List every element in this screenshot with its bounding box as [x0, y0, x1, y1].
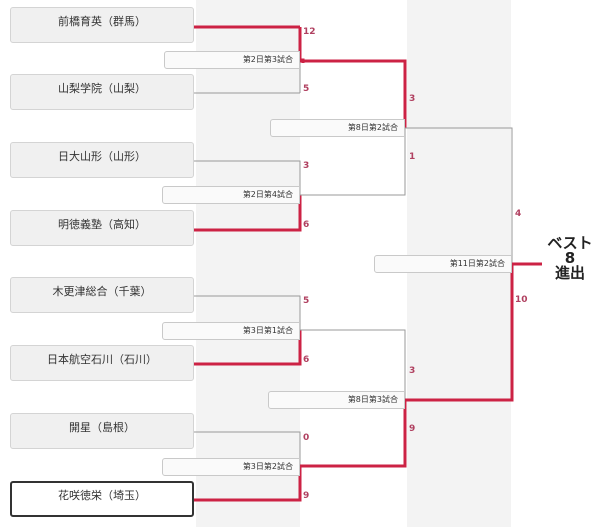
score-r1-2-top: 3 — [303, 161, 310, 171]
score-r1-3-bottom: 6 — [303, 355, 310, 365]
round1-band — [196, 0, 300, 527]
score-r3-top: 4 — [515, 209, 522, 219]
result-best8: ベスト 8 進出 — [540, 236, 600, 281]
team-5[interactable]: 木更津総合（千葉） — [10, 277, 194, 313]
result-line-2: 8 — [564, 249, 576, 267]
r1m2-bottom-line — [194, 195, 302, 232]
match-label-r3[interactable]: 第11日第2試合 — [374, 255, 512, 273]
score-r1-3-top: 5 — [303, 296, 310, 306]
r2m2-top-line — [300, 329, 406, 400]
team-1[interactable]: 前橋育英（群馬） — [10, 7, 194, 43]
score-r2-1-bottom: 1 — [409, 152, 416, 162]
score-r1-4-top: 0 — [303, 433, 310, 443]
match-label-r1-4[interactable]: 第3日第2試合 — [162, 458, 300, 476]
r1m4-top-line — [194, 431, 301, 466]
score-r1-1-bottom: 5 — [303, 84, 310, 94]
score-r2-1-top: 3 — [409, 94, 416, 104]
team-2[interactable]: 山梨学院（山梨） — [10, 74, 194, 110]
team-6[interactable]: 日本航空石川（石川） — [10, 345, 194, 381]
match-label-r2-1[interactable]: 第8日第2試合 — [270, 119, 405, 137]
score-r1-4-bottom: 9 — [303, 491, 310, 501]
r1m2-top-line — [194, 160, 301, 195]
r3-top-line — [405, 127, 513, 264]
match-label-r2-2[interactable]: 第8日第3試合 — [268, 391, 405, 409]
result-line-3: 進出 — [554, 264, 585, 282]
match-label-r1-3[interactable]: 第3日第1試合 — [162, 322, 300, 340]
team-8[interactable]: 花咲徳栄（埼玉） — [10, 481, 194, 517]
r1m4-bottom-line — [194, 466, 302, 502]
match-label-r1-1[interactable]: 第2日第3試合 — [164, 51, 300, 69]
team-7[interactable]: 開星（島根） — [10, 413, 194, 449]
team-4[interactable]: 明徳義塾（高知） — [10, 210, 194, 246]
r1m3-bottom-line — [194, 330, 302, 366]
match-label-r1-2[interactable]: 第2日第4試合 — [162, 186, 300, 204]
r1m3-top-line — [194, 295, 301, 330]
result-line-1: ベスト — [547, 234, 593, 252]
score-r1-1-top: 12 — [303, 27, 316, 37]
score-r2-2-top: 3 — [409, 366, 416, 376]
team-3[interactable]: 日大山形（山形） — [10, 142, 194, 178]
score-r3-bottom: 10 — [515, 295, 528, 305]
r2m1-top-line — [300, 59, 407, 128]
r2m2-bottom-line — [300, 400, 407, 468]
r3-bottom-line — [405, 264, 514, 402]
score-r2-2-bottom: 9 — [409, 424, 416, 434]
score-r1-2-bottom: 6 — [303, 220, 310, 230]
r2m1-bottom-line — [300, 128, 406, 196]
